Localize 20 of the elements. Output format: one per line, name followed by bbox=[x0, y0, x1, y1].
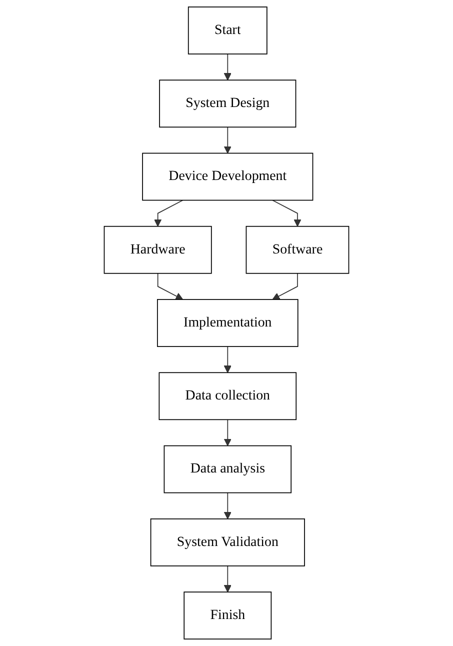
arrow bbox=[224, 126, 232, 154]
arrow bbox=[154, 200, 184, 227]
arrow bbox=[157, 272, 184, 300]
arrow bbox=[272, 200, 302, 227]
node-box: Device Development bbox=[142, 152, 314, 201]
node-box: System Design bbox=[159, 80, 296, 128]
node-box: System Validation bbox=[150, 518, 305, 566]
node-box: Data collection bbox=[158, 372, 297, 420]
arrow bbox=[224, 492, 232, 520]
arrow bbox=[224, 565, 232, 592]
arrow bbox=[224, 54, 232, 80]
node-box: Hardware bbox=[104, 226, 212, 274]
arrow bbox=[224, 346, 232, 373]
node-box: Finish bbox=[184, 592, 272, 640]
node-box: Implementation bbox=[157, 299, 298, 347]
node-box: Data analysis bbox=[164, 445, 292, 494]
node-box: Start bbox=[188, 6, 268, 54]
arrow bbox=[272, 272, 298, 300]
arrow bbox=[224, 419, 232, 446]
node-box: Software bbox=[246, 226, 350, 274]
